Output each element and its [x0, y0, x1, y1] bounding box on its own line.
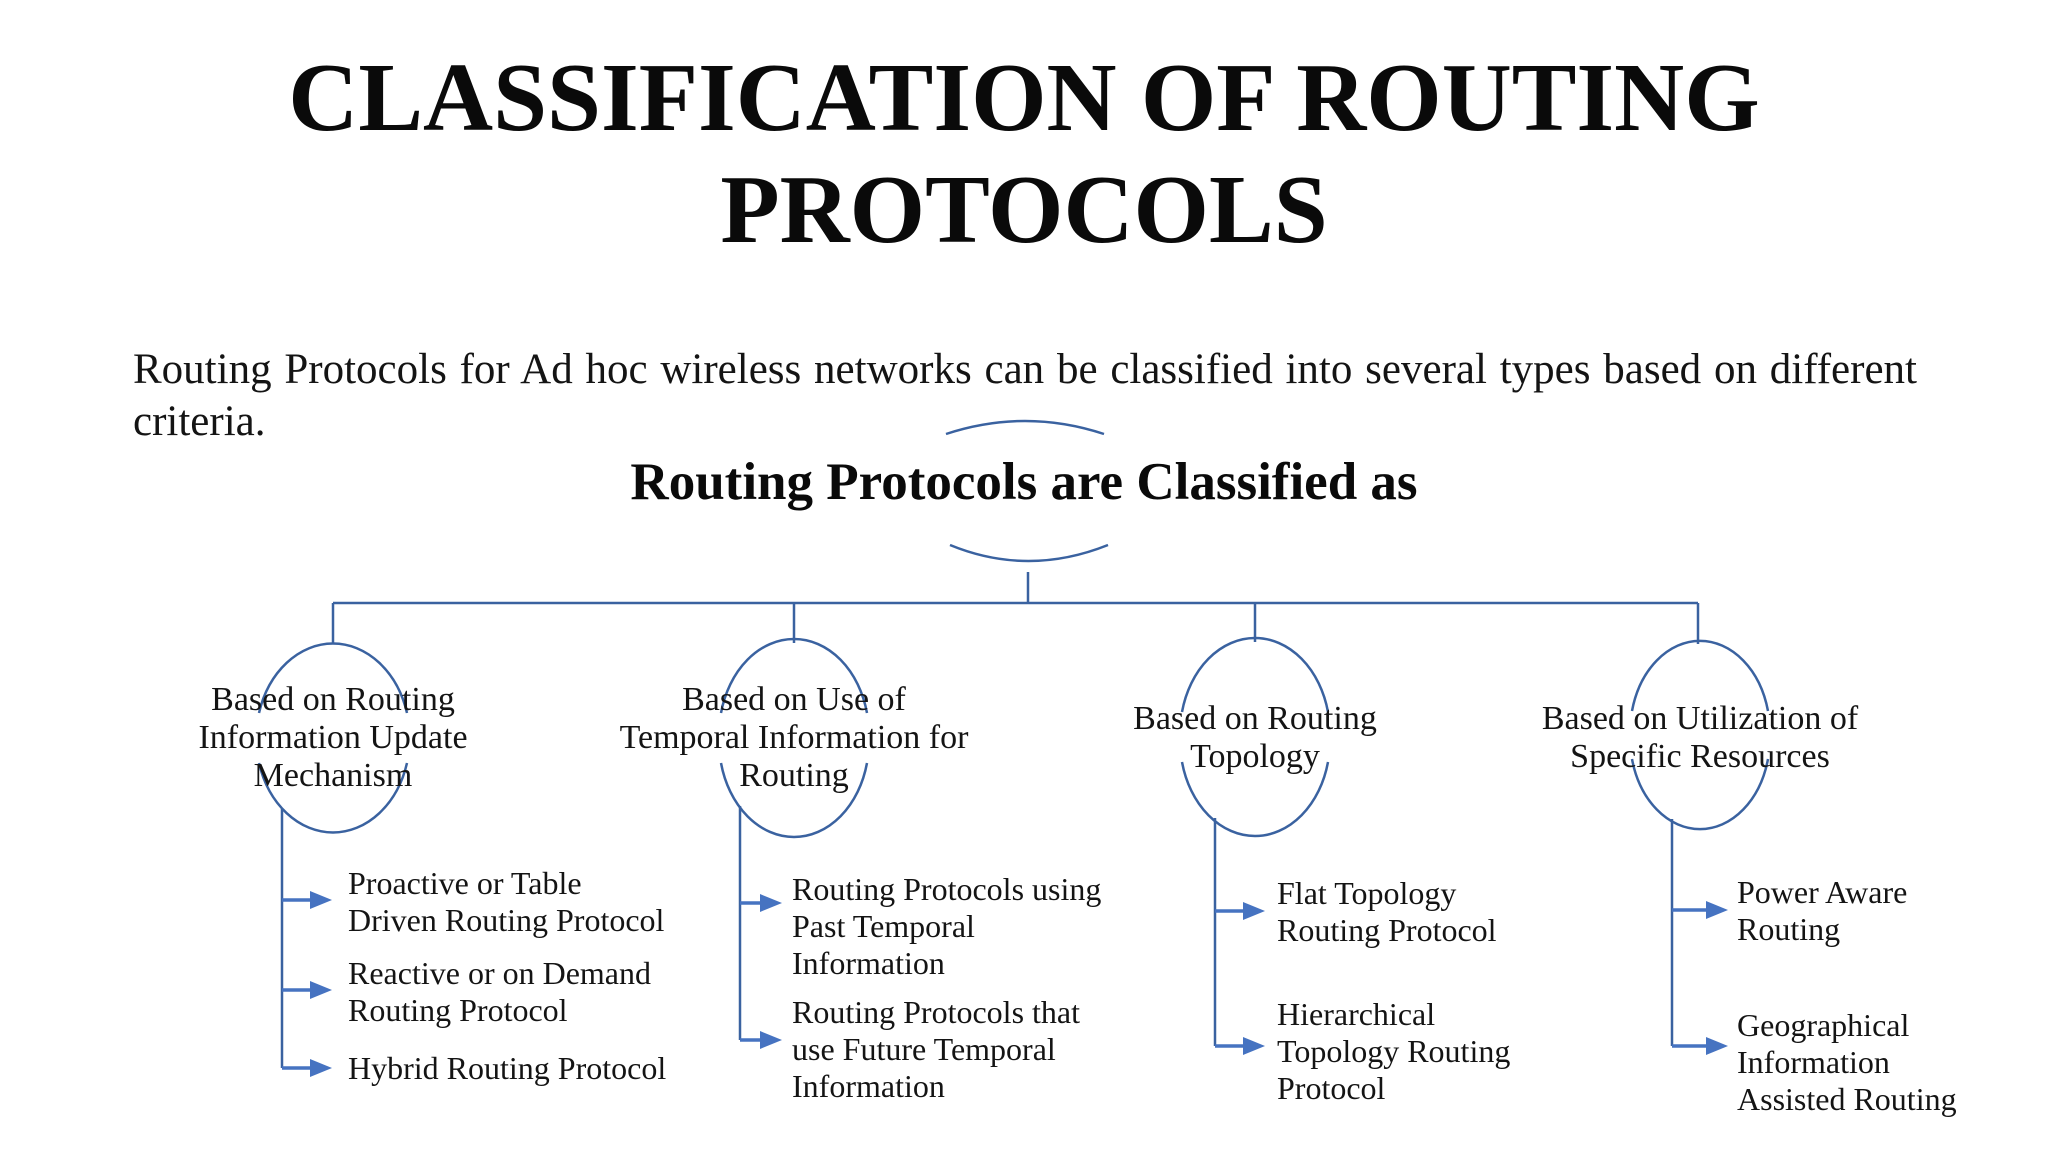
branch2-circle-top-arc	[719, 637, 869, 714]
branch4-circle-top-arc	[1630, 639, 1770, 712]
branch1-circle-top-arc	[257, 642, 409, 714]
branch1-child2-arrowhead-icon	[310, 981, 332, 999]
branch1-child3-arrowhead-icon	[310, 1059, 332, 1077]
branch1-child1-arrowhead-icon	[310, 891, 332, 909]
root-bottom-arc	[949, 543, 1109, 563]
child-item-future-temporal: Routing Protocols that use Future Tempor…	[792, 994, 1080, 1104]
root-top-arc	[945, 419, 1105, 436]
child-item-hybrid: Hybrid Routing Protocol	[348, 1050, 667, 1086]
diagram-subtitle: Routing Protocols are Classified as	[630, 453, 1418, 511]
child-item-proactive: Proactive or Table Driven Routing Protoc…	[348, 865, 665, 938]
child-item-reactive: Reactive or on Demand Routing Protocol	[348, 955, 651, 1028]
branch-label-specific-resources: Based on Utilization of Specific Resourc…	[1541, 700, 1859, 775]
branch-label-routing-topology: Based on Routing Topology	[1133, 700, 1377, 775]
branch4-child1-arrowhead-icon	[1706, 901, 1728, 919]
branch-label-update-mechanism: Based on Routing Information Update Mech…	[198, 681, 468, 794]
branch2-child1-arrowhead-icon	[760, 894, 782, 912]
child-item-power-aware: Power Aware Routing	[1737, 874, 1908, 947]
branch-label-temporal-information: Based on Use of Temporal Information for…	[619, 681, 969, 794]
branch3-child2-arrowhead-icon	[1243, 1037, 1265, 1055]
branch2-circle-bottom-arc	[719, 762, 869, 839]
page-title: CLASSIFICATION OF ROUTING PROTOCOLS	[288, 44, 1760, 263]
branch3-circle-top-arc	[1180, 636, 1330, 713]
child-item-geographical: Geographical Information Assisted Routin…	[1737, 1007, 1957, 1117]
branch3-child1-arrowhead-icon	[1243, 902, 1265, 920]
branch3-circle-bottom-arc	[1180, 761, 1330, 838]
intro-paragraph: Routing Protocols for Ad hoc wireless ne…	[133, 346, 1917, 445]
child-item-flat-topology: Flat Topology Routing Protocol	[1277, 875, 1497, 948]
branch2-child2-arrowhead-icon	[760, 1031, 782, 1049]
branch4-circle-bottom-arc	[1630, 758, 1770, 831]
child-item-past-temporal: Routing Protocols using Past Temporal In…	[792, 871, 1102, 981]
branch4-child2-arrowhead-icon	[1706, 1037, 1728, 1055]
branch1-circle-bottom-arc	[257, 762, 409, 834]
child-item-hierarchical-topology: Hierarchical Topology Routing Protocol	[1277, 996, 1511, 1106]
